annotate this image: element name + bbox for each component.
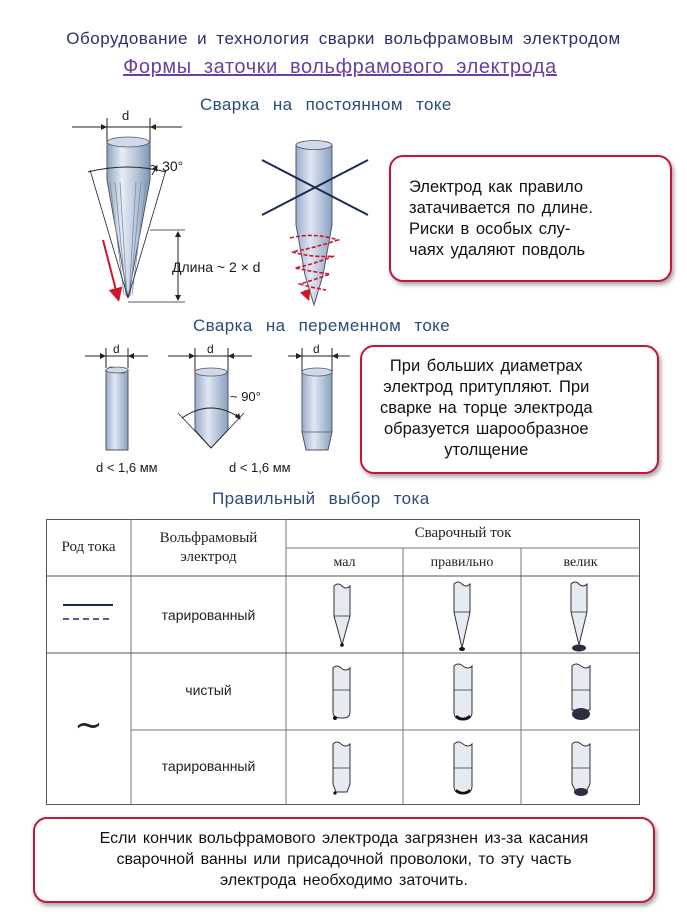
row-electrode-2: чистый: [185, 682, 232, 698]
row-electrode-3: тарированный: [161, 758, 256, 774]
ac-cond-2: d < 1,6 мм: [229, 460, 291, 475]
row-electrode-1: тарированный: [161, 607, 256, 623]
icon-r2-correct: [453, 663, 473, 721]
sub-high: велик: [563, 555, 598, 570]
ac-note-box: При больших диаметрах электрод притупляю…: [360, 345, 659, 474]
page-title: Оборудование и технология сварки вольфра…: [66, 29, 621, 48]
sub-low: мал: [333, 555, 356, 570]
ac-section-title: Сварка на переменном токе: [193, 316, 451, 335]
icon-r3-low: [332, 741, 351, 795]
ac-dim-d-3: d: [313, 342, 320, 356]
icon-r2-high: [571, 663, 591, 720]
dc-angle-label: ~ 30°: [150, 158, 184, 174]
icon-r2-low: [332, 665, 351, 720]
dc-note-text: Электрод как правило затачивается по дли…: [409, 178, 593, 259]
dc-section-title: Сварка на постоянном токе: [200, 95, 452, 114]
ac-symbol: ~: [74, 705, 103, 745]
ac-cond-1: d < 1,6 мм: [96, 460, 158, 475]
icon-r3-high: [571, 741, 591, 796]
icon-r1-high: [570, 581, 588, 652]
icon-r1-low: [333, 583, 351, 647]
icon-r1-correct: [453, 581, 471, 651]
sub-correct: правильно: [430, 555, 494, 570]
dc-length-label: Длина ~ 2 × d: [172, 259, 261, 275]
current-table: [46, 519, 640, 805]
footer-note-box: Если кончик вольфрамового электрода загр…: [33, 817, 655, 903]
footer-note-text: Если кончик вольфрамового электрода загр…: [99, 830, 589, 889]
ac-dim-d-2: d: [207, 342, 214, 356]
ac-angle-label: ~ 90°: [230, 389, 261, 404]
ac-note-text: При больших диаметрах электрод притупляю…: [380, 357, 593, 459]
col-current-type: Род тока: [61, 539, 116, 555]
col-welding-current: Сварочный ток: [414, 525, 512, 541]
icon-r3-correct: [453, 741, 473, 795]
page-subtitle: Формы заточки вольфрамового электрода: [123, 56, 557, 78]
dc-dim-d: d: [122, 108, 130, 123]
col-electrode: Вольфрамовый электрод: [159, 530, 258, 565]
ac-dim-d-1: d: [113, 342, 120, 356]
dc-note-box: Электрод как правило затачивается по дли…: [389, 155, 672, 282]
current-section-title: Правильный выбор тока: [212, 489, 430, 508]
